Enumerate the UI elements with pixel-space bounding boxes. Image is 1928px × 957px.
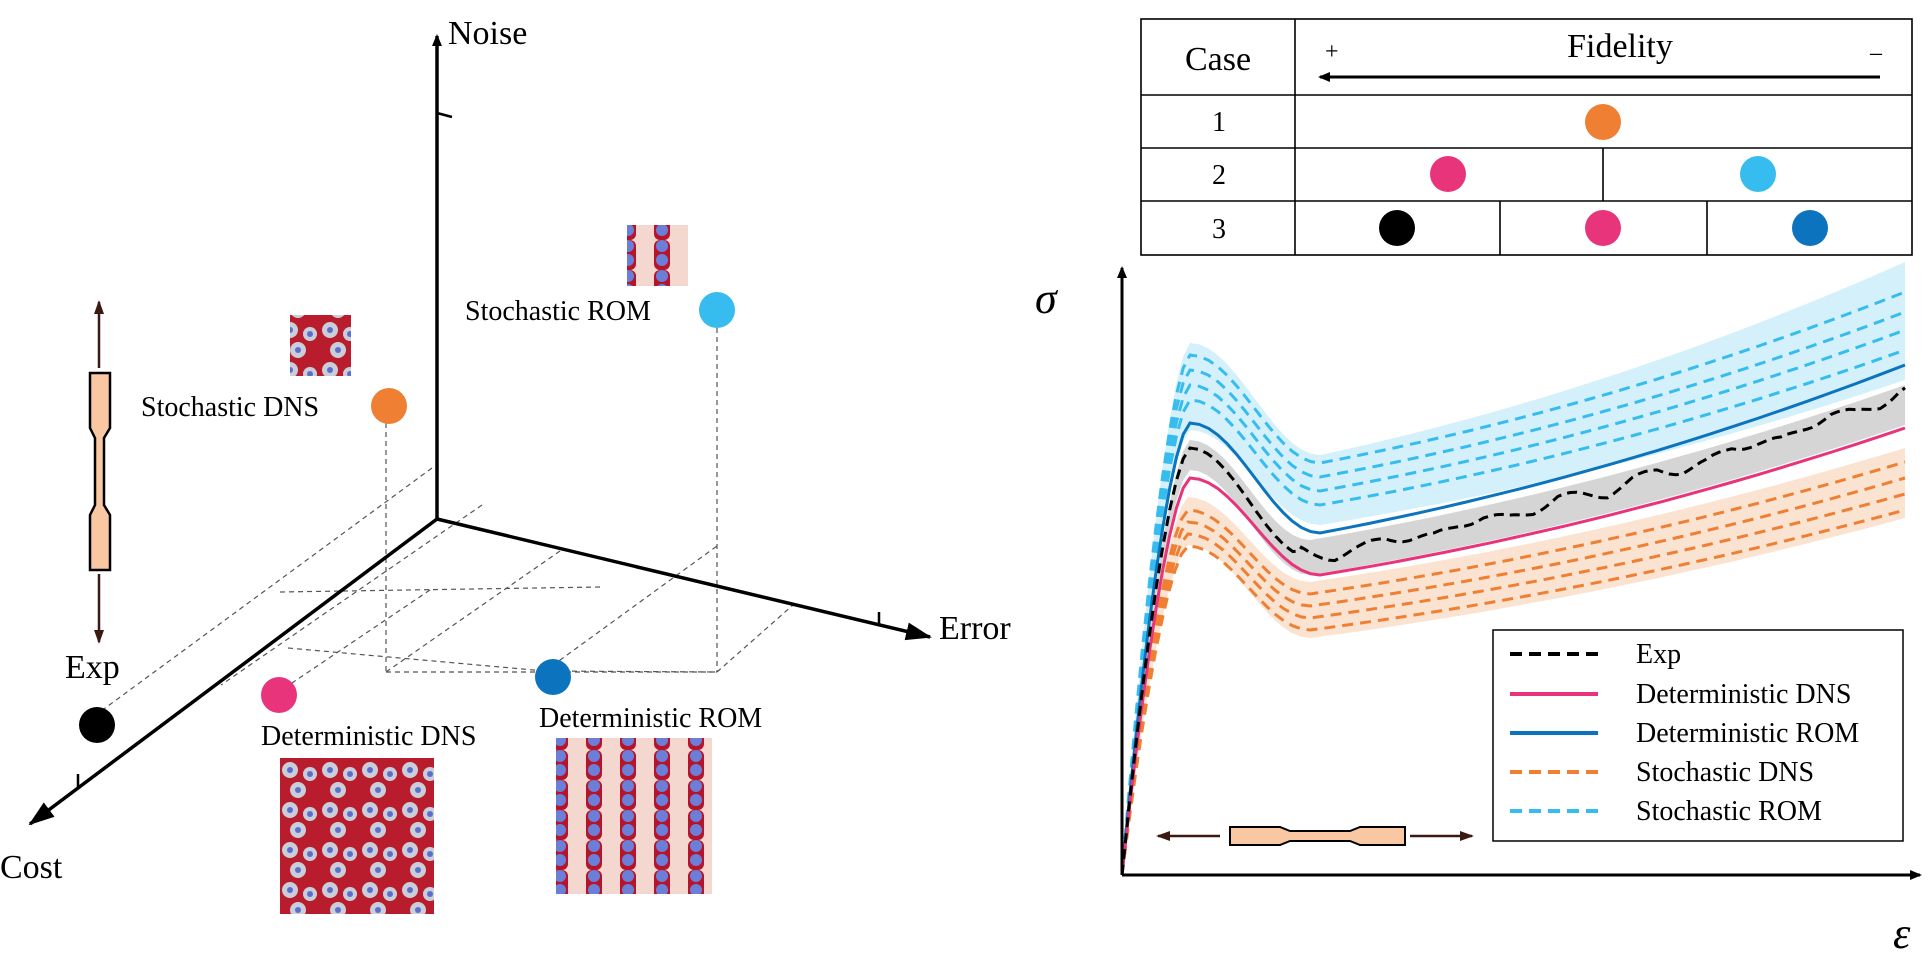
stochastic-rom-curve-2 [1120, 310, 1906, 876]
deterministic-rom-microstructure-image [556, 738, 712, 894]
deterministic-rom-curve [1120, 363, 1906, 876]
stochastic-rom-point-label: Stochastic ROM [465, 296, 651, 327]
table-row-2-dot-1 [1430, 156, 1466, 192]
deterministic-dns-point [261, 677, 297, 713]
stochastic-dns-curve-4 [1120, 508, 1906, 876]
stochastic-rom-point [699, 292, 735, 328]
specimen-vertical-icon [88, 300, 112, 644]
table-header-fidelity: Fidelity [1567, 28, 1673, 65]
table-row-3-case: 3 [1212, 214, 1226, 245]
axes [28, 34, 932, 826]
cost-axis-label: Cost [0, 849, 63, 886]
table-row-3-dot-3 [1792, 210, 1828, 246]
exp-band [1122, 385, 1905, 875]
legend-label-deterministic-rom: Deterministic ROM [1636, 718, 1859, 749]
stochastic-rom-curve-4 [1120, 348, 1906, 876]
exp-point-label: Exp [65, 649, 120, 686]
exp-point [79, 707, 115, 743]
stress-strain-chart: σ ε Exp Deterministic DNS Deterministic … [1035, 262, 1922, 957]
table-row-2-dot-2 [1740, 156, 1776, 192]
table-row-3-dot-2 [1585, 210, 1621, 246]
deterministic-dns-curve [1120, 426, 1906, 876]
fidelity-table: Case Fidelity + – 1 2 3 [1140, 18, 1913, 256]
fidelity-minus-sign: – [1869, 40, 1883, 66]
specimen-horizontal-icon [1156, 826, 1474, 846]
noise-axis-label: Noise [448, 15, 527, 52]
y-axis-label: σ [1035, 274, 1059, 323]
deterministic-rom-point [535, 659, 571, 695]
table-row-3-dot-1 [1379, 210, 1415, 246]
legend-label-stochastic-rom: Stochastic ROM [1636, 796, 1822, 827]
stochastic-rom-curve-1 [1120, 290, 1906, 876]
stochastic-dns-curve-2 [1120, 476, 1906, 876]
deterministic-rom-point-label: Deterministic ROM [539, 703, 762, 734]
curves [1120, 290, 1906, 876]
deterministic-dns-point-label: Deterministic DNS [261, 721, 476, 752]
stochastic-dns-band [1122, 448, 1905, 875]
x-axis-label: ε [1893, 909, 1911, 957]
stochastic-rom-microstructure-image [627, 225, 688, 286]
legend-label-exp: Exp [1636, 639, 1681, 670]
chart-axes [1117, 266, 1922, 880]
table-header-case: Case [1185, 41, 1251, 78]
stochastic-dns-microstructure-image [290, 315, 351, 376]
fidelity-plus-sign: + [1325, 39, 1339, 65]
cube-diagram: Noise Error Cost Exp Deterministic DNS D… [0, 15, 1011, 914]
legend-label-deterministic-dns: Deterministic DNS [1636, 679, 1851, 710]
stochastic-rom-curve-3 [1120, 328, 1906, 876]
table-row-1-case: 1 [1212, 107, 1226, 138]
error-axis-label: Error [939, 610, 1011, 647]
stochastic-dns-curve-3 [1120, 492, 1906, 876]
table-row-1-dot [1585, 104, 1621, 140]
stochastic-dns-point [371, 388, 407, 424]
stochastic-dns-point-label: Stochastic DNS [141, 392, 319, 423]
guide-lines [92, 310, 794, 718]
table-row-2-case: 2 [1212, 160, 1226, 191]
stochastic-dns-curve-1 [1120, 460, 1906, 876]
legend-label-stochastic-dns: Stochastic DNS [1636, 757, 1814, 788]
chart-legend: Exp Deterministic DNS Deterministic ROM … [1492, 629, 1904, 842]
deterministic-dns-microstructure-image [280, 758, 434, 914]
